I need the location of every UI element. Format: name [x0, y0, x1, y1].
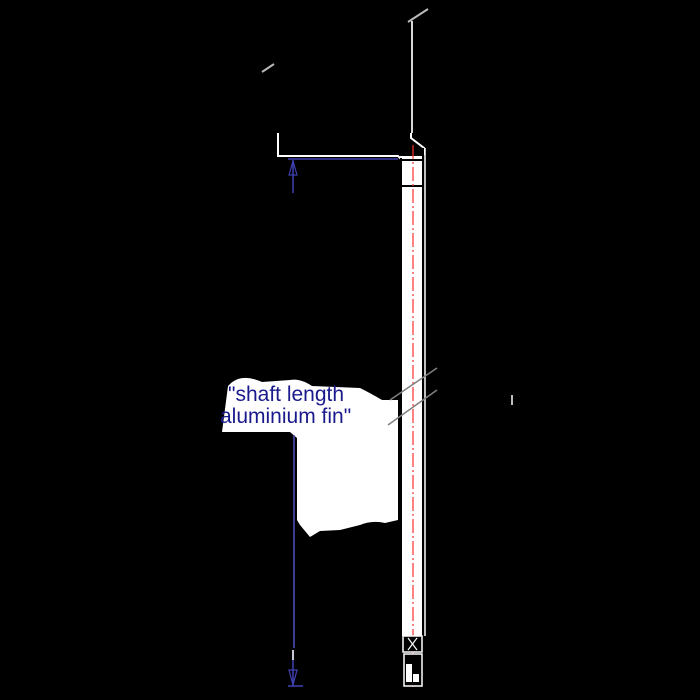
annotation-line-1: "shaft length [228, 383, 344, 406]
break-mark-top [407, 8, 429, 23]
break-mark-left [261, 63, 275, 73]
annotation-backdrop [222, 377, 398, 537]
shaft-break-marks [387, 367, 438, 426]
flange-outline [277, 133, 402, 160]
annotation-line-2: aluminium fin" [220, 405, 351, 428]
dimension-arrow-top [288, 158, 298, 193]
shaft-body [400, 156, 424, 636]
shaft-end-fitting [402, 635, 423, 687]
dimension-arrow-bottom [288, 650, 303, 688]
